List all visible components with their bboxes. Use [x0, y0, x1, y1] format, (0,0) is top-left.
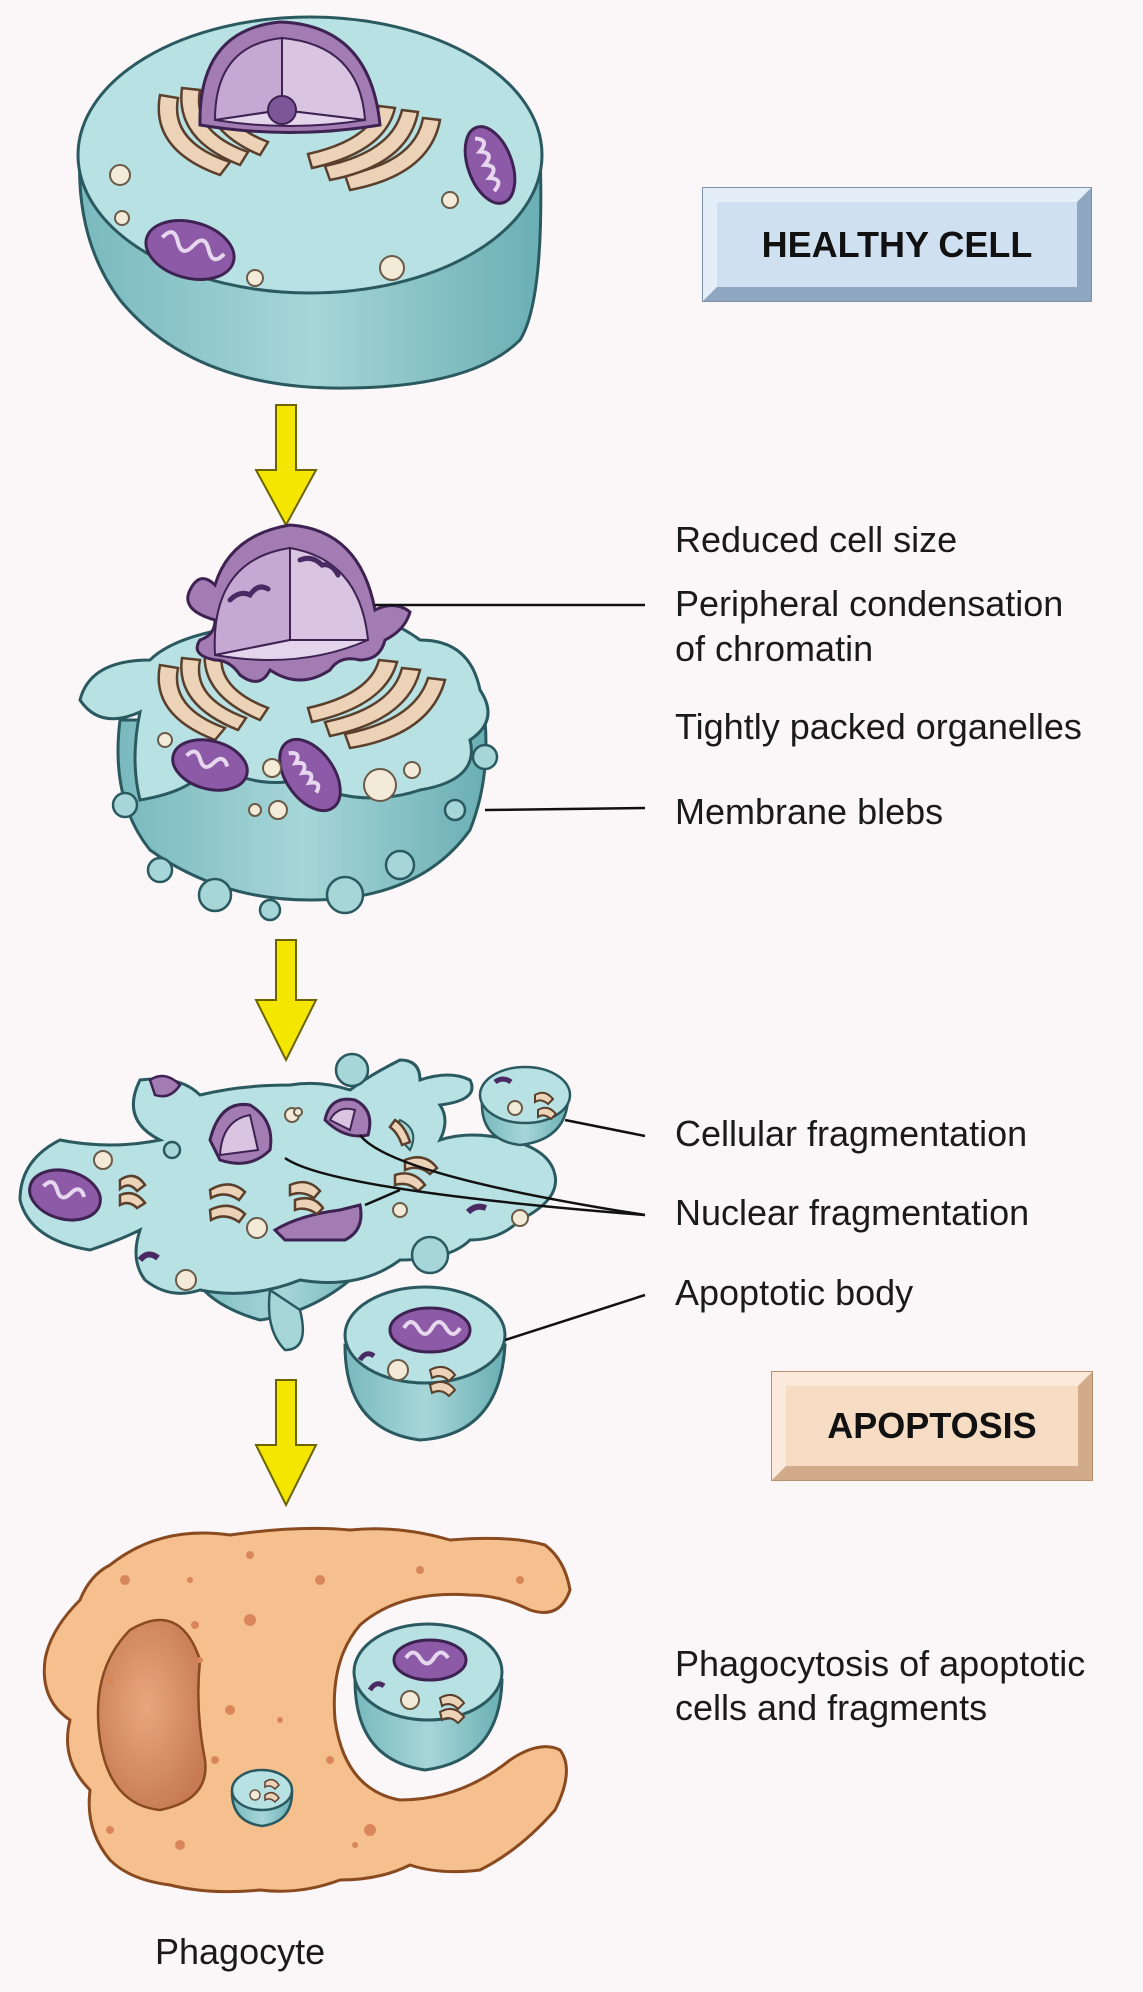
label-peripheral-condensation: Peripheral condensation — [675, 583, 1064, 624]
label-tightly-packed-organelles: Tightly packed organelles — [675, 706, 1082, 747]
nucleus-fragment-icon — [148, 1074, 372, 1242]
arrow-down-icon — [254, 939, 318, 1063]
nucleus-icon — [198, 20, 382, 134]
engulfed-apoptotic-body — [352, 1622, 504, 1772]
label-phagocyte: Phagocyte — [155, 1931, 326, 1972]
mitochondria-icon — [28, 1168, 488, 1263]
label-cellular-fragmentation: Cellular fragmentation — [675, 1113, 1028, 1154]
apoptosis-badge: APOPTOSIS — [771, 1371, 1093, 1481]
mitochondria-icon — [144, 125, 517, 281]
mitochondria-icon — [171, 737, 342, 813]
golgi-icon — [157, 648, 447, 750]
leader-lines — [284, 603, 646, 1342]
label-reduced-cell-size: Reduced cell size — [675, 519, 958, 560]
arrow-down-icon — [254, 1379, 318, 1508]
label-apoptotic-body: Apoptotic body — [675, 1272, 914, 1313]
apoptotic-body — [343, 1285, 507, 1442]
phagocyte — [42, 1526, 572, 1894]
golgi-icon — [118, 1118, 439, 1224]
label-nuclear-fragmentation: Nuclear fragmentation — [675, 1192, 1030, 1233]
fragmenting-cell — [18, 1052, 572, 1442]
bleb-icon — [162, 1052, 450, 1275]
bleb-icon — [111, 743, 499, 922]
shrunken-cell — [78, 523, 499, 922]
label-cells-and-fragments: cells and fragments — [675, 1687, 988, 1728]
label-phagocytosis: Phagocytosis of apoptotic — [675, 1643, 1086, 1684]
label-of-chromatin: of chromatin — [675, 628, 874, 669]
phagocyte-nucleus-icon — [96, 1618, 207, 1812]
healthy-cell-badge: HEALTHY CELL — [702, 187, 1092, 302]
nucleus-icon — [186, 523, 412, 683]
phagosome — [230, 1768, 294, 1828]
arrow-down-icon — [254, 404, 318, 528]
apoptotic-fragment — [478, 1065, 572, 1147]
label-membrane-blebs: Membrane blebs — [675, 791, 944, 832]
healthy-cell — [76, 15, 544, 390]
